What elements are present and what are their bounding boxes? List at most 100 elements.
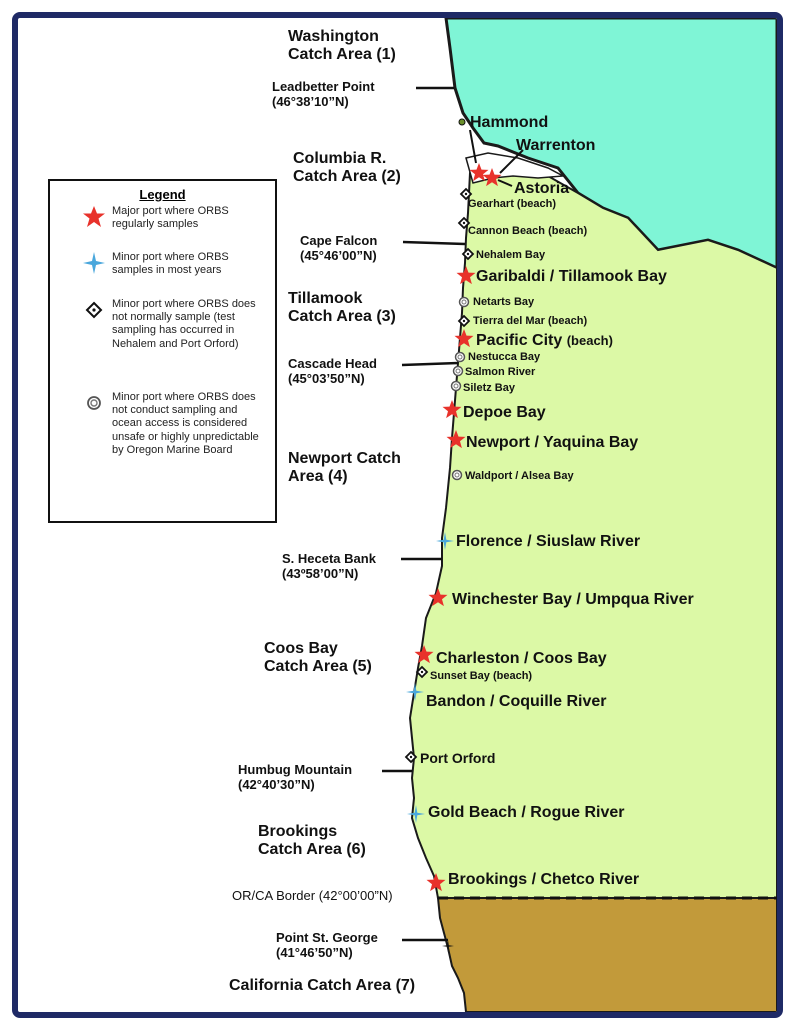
- catch-area-5: Coos Bay Catch Area (5): [264, 640, 372, 676]
- port-bandon: Bandon / Coquille River: [426, 693, 607, 710]
- catch-area-3-line2: Catch Area (3): [288, 307, 396, 325]
- catch-area-2-line2: Catch Area (2): [293, 167, 401, 185]
- port-cannon-beach: Cannon Beach (beach): [468, 225, 588, 237]
- pacific-city-star: [454, 329, 474, 348]
- port-astoria: Astoria: [514, 180, 570, 197]
- legend: Legend Major port where ORBS regularly s…: [48, 179, 277, 523]
- port-waldport: Waldport / Alsea Bay: [465, 470, 574, 482]
- newport-star: [446, 430, 466, 449]
- legend-item-minor-not-sampled: Minor port where ORBS does not normally …: [112, 298, 256, 350]
- cascade-head-coord: (45°03’50”N): [288, 370, 365, 386]
- catch-area-3: Tillamook Catch Area (3): [288, 290, 396, 326]
- humbug-name: Humbug Mountain: [238, 762, 353, 777]
- cape-falcon-line: [402, 240, 466, 246]
- port-siletz: Siletz Bay: [463, 382, 515, 394]
- port-charleston: Charleston / Coos Bay: [436, 650, 607, 667]
- california-land: [436, 897, 777, 1012]
- port-depoe: Depoe Bay: [463, 404, 546, 421]
- catch-area-2-line1: Columbia R.: [293, 150, 387, 167]
- legend-item-major: Major port where ORBS regularly samples: [112, 205, 229, 231]
- port-gold-beach: Gold Beach / Rogue River: [428, 804, 625, 821]
- legend-item-minor-sampled: Minor port where ORBS samples in most ye…: [112, 251, 229, 277]
- catch-area-1-line2: Catch Area (1): [288, 45, 396, 63]
- tierra-diamond: [457, 314, 471, 328]
- cape-falcon-coord: (45°46’00”N): [300, 247, 377, 263]
- port-port-orford: Port Orford: [420, 750, 496, 766]
- port-tierra: Tierra del Mar (beach): [473, 315, 588, 327]
- boundary-heceta: S. Heceta Bank (43º58’00”N): [282, 551, 376, 581]
- coast-map: [382, 18, 777, 1012]
- winchester-star: [428, 588, 448, 607]
- legend-item-unsafe: Minor port where ORBS does not conduct s…: [112, 391, 259, 456]
- warrenton-arrow: [499, 149, 524, 174]
- port-hammond: Hammond: [470, 114, 549, 131]
- catch-area-6: Brookings Catch Area (6): [258, 823, 366, 859]
- pacific-city-name: Pacific City: [476, 332, 563, 349]
- heceta-coord: (43º58’00”N): [282, 565, 359, 581]
- cascade-head-name: Cascade Head: [288, 356, 377, 371]
- nestucca-circle: [454, 351, 466, 363]
- gearhart-diamond: [459, 187, 473, 201]
- catch-area-1: Washington Catch Area (1): [288, 28, 396, 64]
- warrenton-star: [469, 163, 489, 182]
- netarts-circle: [458, 296, 470, 308]
- garibaldi-star: [456, 266, 476, 285]
- cape-falcon-name: Cape Falcon: [300, 233, 378, 248]
- gold-beach-star: [407, 805, 425, 823]
- catch-area-4: Newport Catch Area (4): [288, 450, 401, 486]
- map-frame: Washington Catch Area (1) Columbia R. Ca…: [12, 12, 783, 1018]
- hammond-arrow: [469, 129, 477, 164]
- leadbetter-name: Leadbetter Point: [272, 79, 375, 94]
- port-gearhart: Gearhart (beach): [468, 198, 557, 210]
- catch-area-2: Columbia R. Catch Area (2): [293, 150, 401, 186]
- brookings-star: [426, 873, 446, 892]
- catch-area-5-line2: Catch Area (5): [264, 657, 372, 675]
- red-star-icon: [83, 206, 105, 227]
- bandon-star: [406, 683, 424, 701]
- hammond-marker: [458, 118, 466, 126]
- catch-area-4-line2: Area (4): [288, 467, 348, 485]
- cascade-head-line: [401, 361, 459, 367]
- boundary-cascade-head: Cascade Head (45°03’50”N): [288, 356, 377, 386]
- st-george-coord: (41°46’50”N): [276, 944, 353, 960]
- port-pacific-city: Pacific City (beach): [476, 332, 613, 350]
- florence-star: [436, 532, 454, 550]
- port-orford-diamond: [404, 750, 418, 764]
- diamond-icon: [85, 301, 103, 319]
- catch-area-3-line1: Tillamook: [288, 290, 363, 307]
- port-nehalem: Nehalem Bay: [476, 249, 546, 261]
- astoria-arrow: [497, 179, 513, 187]
- catch-area-1-line1: Washington: [288, 28, 379, 45]
- port-garibaldi: Garibaldi / Tillamook Bay: [476, 268, 667, 285]
- catch-area-7-line1: California Catch Area (7): [229, 977, 416, 994]
- waldport-circle: [451, 469, 463, 481]
- blue-star-icon: [83, 252, 105, 274]
- boundary-humbug: Humbug Mountain (42°40’30”N): [238, 762, 353, 792]
- st-george-name: Point St. George: [276, 930, 378, 945]
- catch-area-5-line1: Coos Bay: [264, 640, 338, 657]
- salmon-circle: [452, 365, 464, 377]
- circle-hatched-icon: [87, 396, 101, 410]
- port-warrenton: Warrenton: [516, 137, 596, 154]
- legend-title: Legend: [139, 187, 186, 202]
- port-newport: Newport / Yaquina Bay: [466, 434, 639, 451]
- boundary-st-george: Point St. George (41°46’50”N): [276, 930, 378, 960]
- port-markers: [404, 118, 524, 952]
- humbug-coord: (42°40’30”N): [238, 776, 315, 792]
- port-brookings: Brookings / Chetco River: [448, 871, 640, 888]
- boundary-leadbetter: Leadbetter Point (46°38’10”N): [272, 79, 375, 109]
- port-nestucca: Nestucca Bay: [468, 351, 541, 363]
- astoria-star: [482, 168, 502, 187]
- st-george-marker: [442, 940, 454, 952]
- port-salmon: Salmon River: [465, 366, 536, 378]
- leadbetter-coord: (46°38’10”N): [272, 93, 349, 109]
- port-netarts: Netarts Bay: [473, 296, 535, 308]
- siletz-circle: [450, 380, 462, 392]
- sunset-diamond: [415, 665, 429, 679]
- pacific-city-note: (beach): [566, 333, 613, 348]
- depoe-star: [442, 400, 462, 419]
- port-sunset: Sunset Bay (beach): [430, 670, 533, 682]
- or-ca-border-label: OR/CA Border (42°00’00”N): [232, 888, 393, 903]
- boundary-cape-falcon: Cape Falcon (45°46’00”N): [300, 233, 378, 263]
- port-florence: Florence / Siuslaw River: [456, 533, 641, 550]
